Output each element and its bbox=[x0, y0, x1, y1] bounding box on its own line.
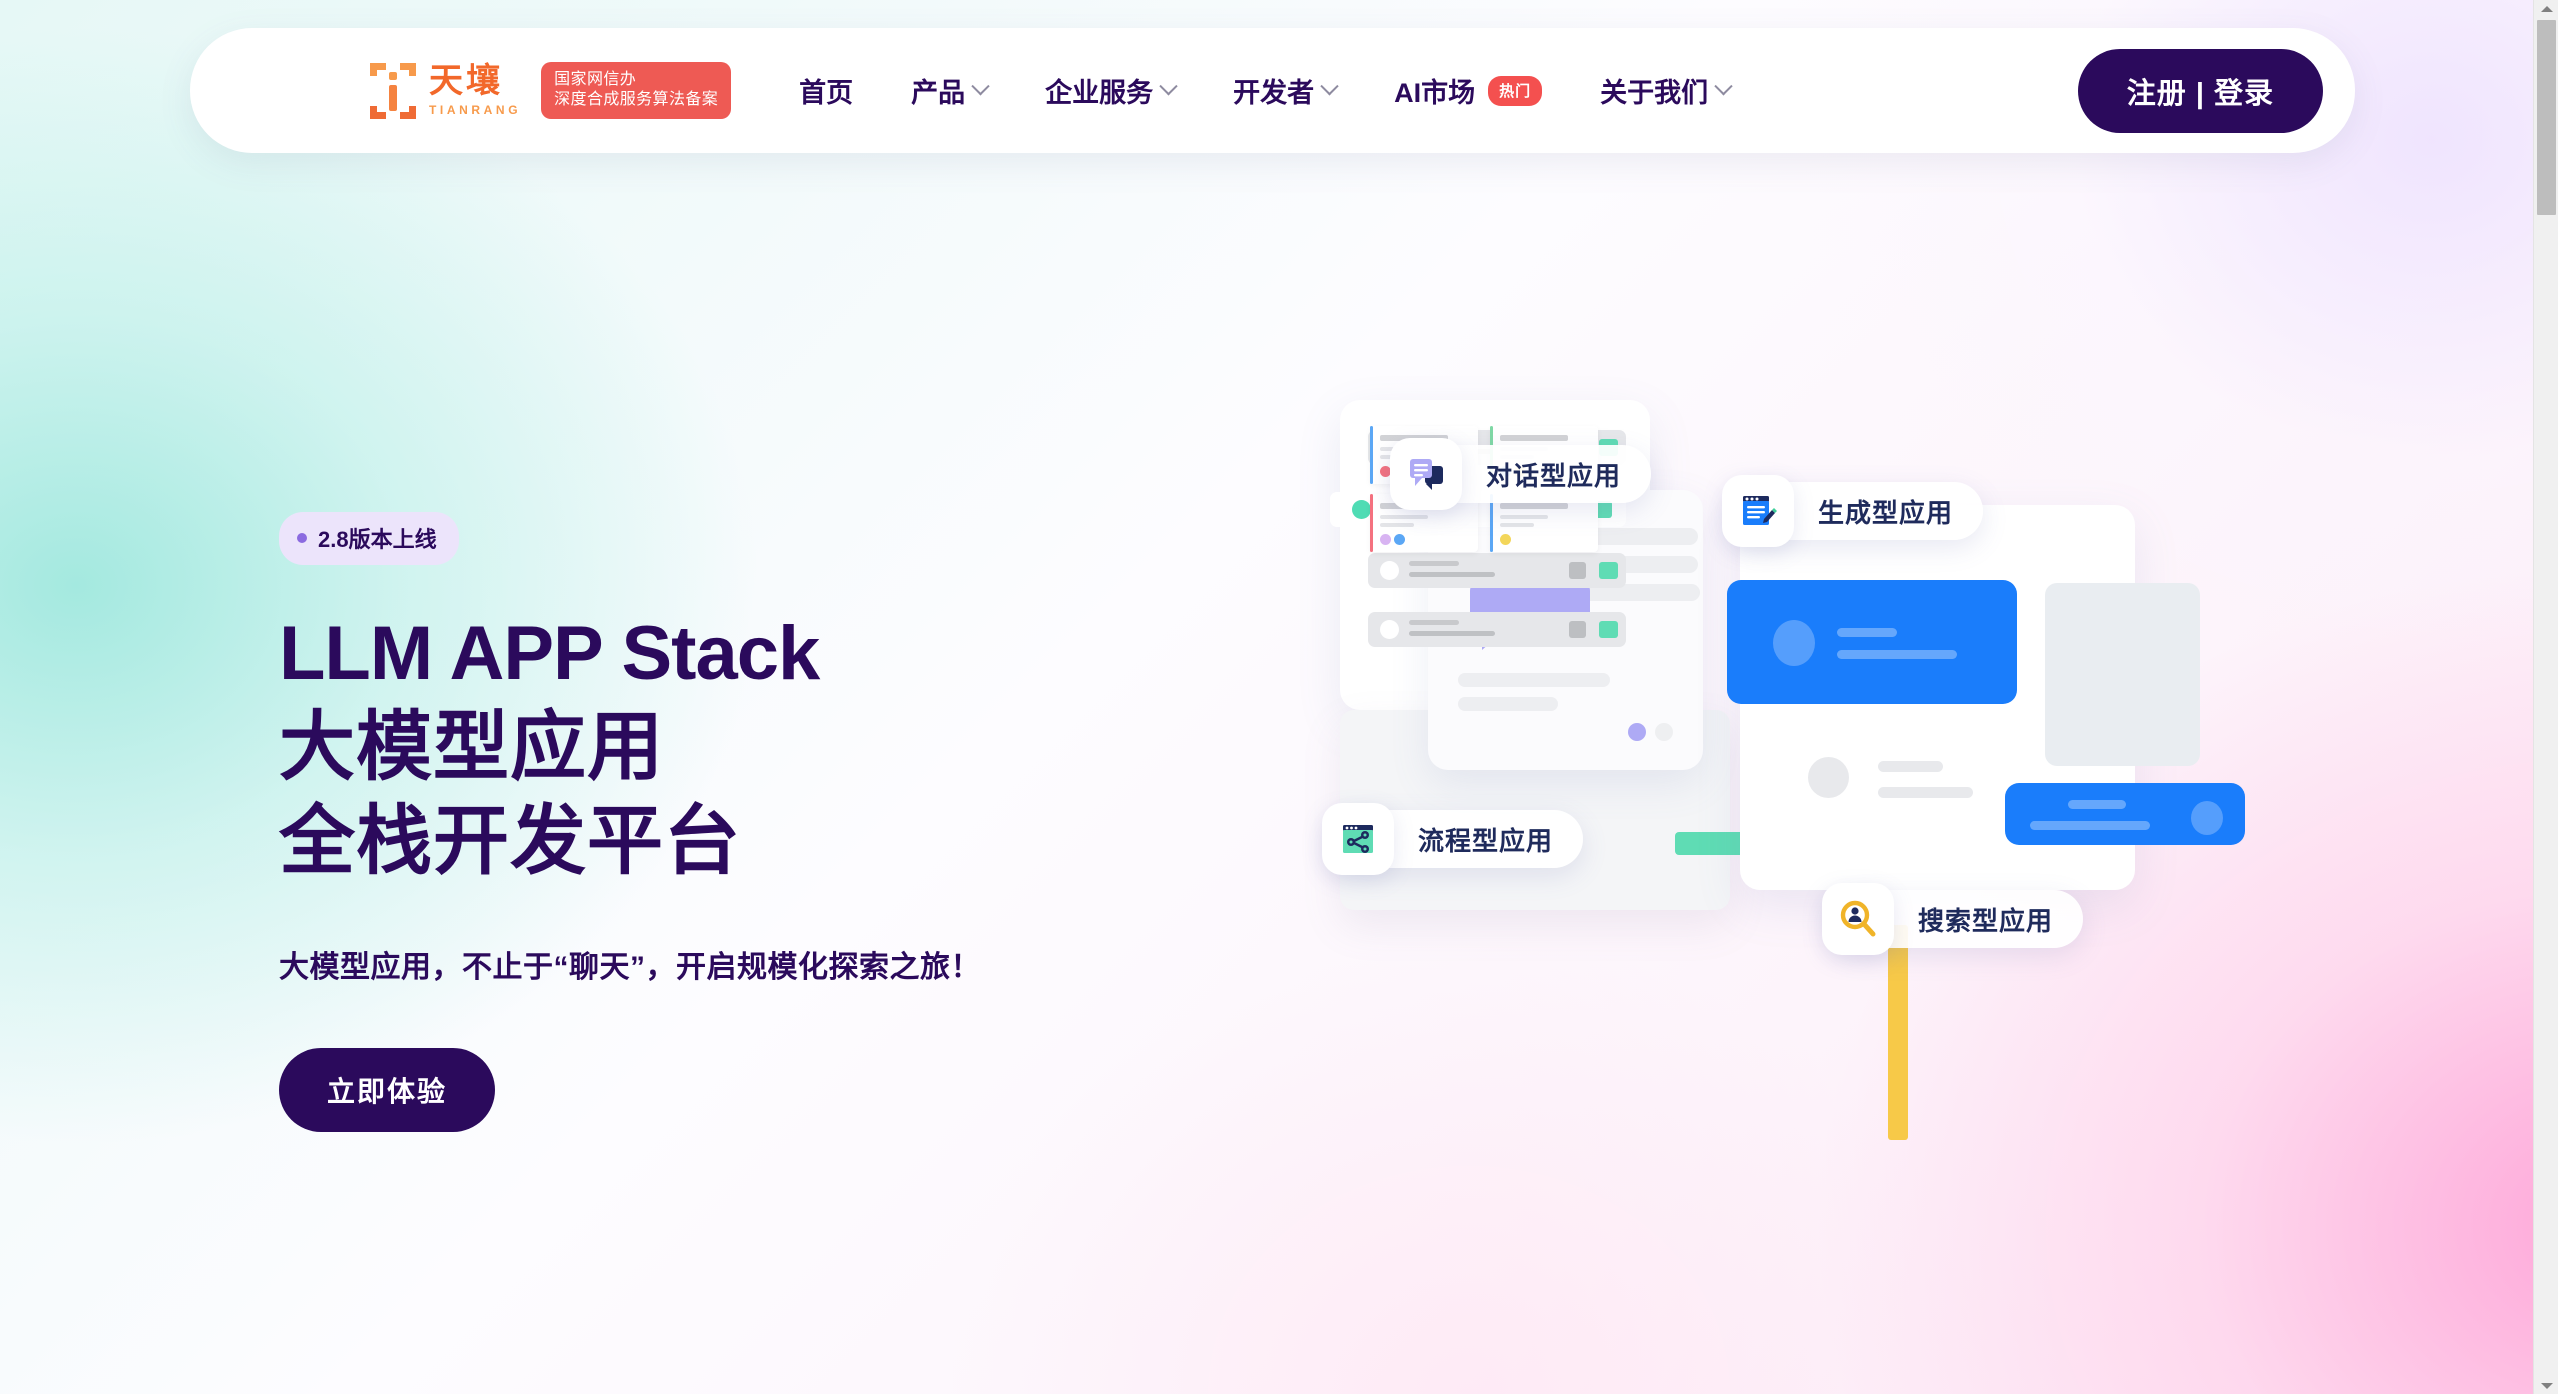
hero-subtitle: 大模型应用，不止于“聊天”，开启规模化探索之旅！ bbox=[279, 950, 981, 984]
nav-label: 首页 bbox=[799, 78, 854, 108]
scroll-down-arrow-icon[interactable] bbox=[2534, 1377, 2558, 1394]
hero-title-line-2: 大模型应用 bbox=[279, 705, 664, 791]
vertical-scrollbar[interactable] bbox=[2533, 0, 2558, 1394]
nav-item-home[interactable]: 首页 bbox=[799, 71, 853, 110]
label-text: 流程型应用 bbox=[1418, 825, 1554, 856]
search-result-card bbox=[1490, 494, 1598, 552]
scroll-up-arrow-icon[interactable] bbox=[2534, 0, 2558, 17]
label-text: 搜索型应用 bbox=[1918, 905, 2054, 936]
nav-label: 关于我们 bbox=[1600, 78, 1709, 108]
nav-label: AI市场 bbox=[1394, 78, 1476, 108]
workflow-share-icon bbox=[1322, 803, 1394, 875]
nav-label: 企业服务 bbox=[1045, 78, 1154, 108]
nav-item-ai-market[interactable]: AI市场 热门 bbox=[1394, 71, 1543, 110]
document-pencil-icon bbox=[1722, 475, 1794, 547]
scrollbar-thumb[interactable] bbox=[2537, 20, 2556, 215]
nav-item-about-us[interactable]: 关于我们 bbox=[1600, 71, 1733, 110]
hero-title-line-3: 全栈开发平台 bbox=[279, 799, 741, 885]
chevron-down-icon bbox=[971, 77, 990, 96]
label-text: 生成型应用 bbox=[1818, 497, 1954, 528]
workflow-row bbox=[1368, 612, 1626, 647]
workflow-row bbox=[1368, 553, 1626, 588]
brand-name-cn: 天壤 bbox=[429, 62, 503, 101]
try-now-button[interactable]: 立即体验 bbox=[279, 1047, 496, 1132]
brand-wordmark: 天壤 TIANRANG bbox=[429, 62, 522, 117]
generative-app-card bbox=[1727, 505, 2245, 890]
brand-logo[interactable]: 天壤 TIANRANG bbox=[370, 62, 522, 119]
label-text: 对话型应用 bbox=[1486, 460, 1622, 491]
label-conversational-app: 对话型应用 bbox=[1390, 438, 1652, 510]
brand-name-en: TIANRANG bbox=[429, 102, 522, 117]
nav-label: 开发者 bbox=[1233, 78, 1315, 108]
label-workflow-app: 流程型应用 bbox=[1322, 803, 1584, 875]
chevron-down-icon bbox=[1714, 77, 1733, 96]
nav-label: 产品 bbox=[911, 78, 966, 108]
hero-section: 2.8版本上线 LLM APP Stack 大模型应用 全栈开发平台 大模型应用… bbox=[279, 512, 981, 1132]
version-badge: 2.8版本上线 bbox=[279, 512, 459, 565]
version-badge-label: 2.8版本上线 bbox=[318, 527, 437, 552]
algorithm-filing-badge: 国家网信办 深度合成服务算法备案 bbox=[541, 61, 732, 120]
hero-title-line-1: LLM APP Stack bbox=[279, 611, 820, 696]
chevron-down-icon bbox=[1159, 77, 1178, 96]
main-navigation: 首页 产品 企业服务 开发者 AI市场 热门 bbox=[799, 71, 1733, 110]
nav-item-enterprise-services[interactable]: 企业服务 bbox=[1045, 71, 1178, 110]
nav-item-products[interactable]: 产品 bbox=[911, 71, 990, 110]
hero-illustration: 对话型应用 生 bbox=[1322, 400, 2520, 1230]
chevron-down-icon bbox=[1320, 77, 1339, 96]
tianrang-bracket-logo-icon bbox=[370, 62, 416, 119]
search-person-icon bbox=[1822, 883, 1894, 955]
chat-bubble-icon bbox=[1390, 438, 1462, 510]
label-search-app: 搜索型应用 bbox=[1822, 883, 2084, 955]
hot-badge: 热门 bbox=[1488, 75, 1543, 106]
nav-item-developers[interactable]: 开发者 bbox=[1233, 71, 1339, 110]
register-login-button[interactable]: 注册 | 登录 bbox=[2077, 48, 2323, 133]
page-title: LLM APP Stack 大模型应用 全栈开发平台 bbox=[279, 607, 981, 890]
bullet-dot-icon bbox=[297, 533, 307, 543]
decor-yellow-bar bbox=[1888, 925, 1908, 1140]
label-generative-app: 生成型应用 bbox=[1722, 475, 1984, 547]
site-header: 天壤 TIANRANG 国家网信办 深度合成服务算法备案 首页 产品 企业服务 bbox=[190, 28, 2355, 153]
